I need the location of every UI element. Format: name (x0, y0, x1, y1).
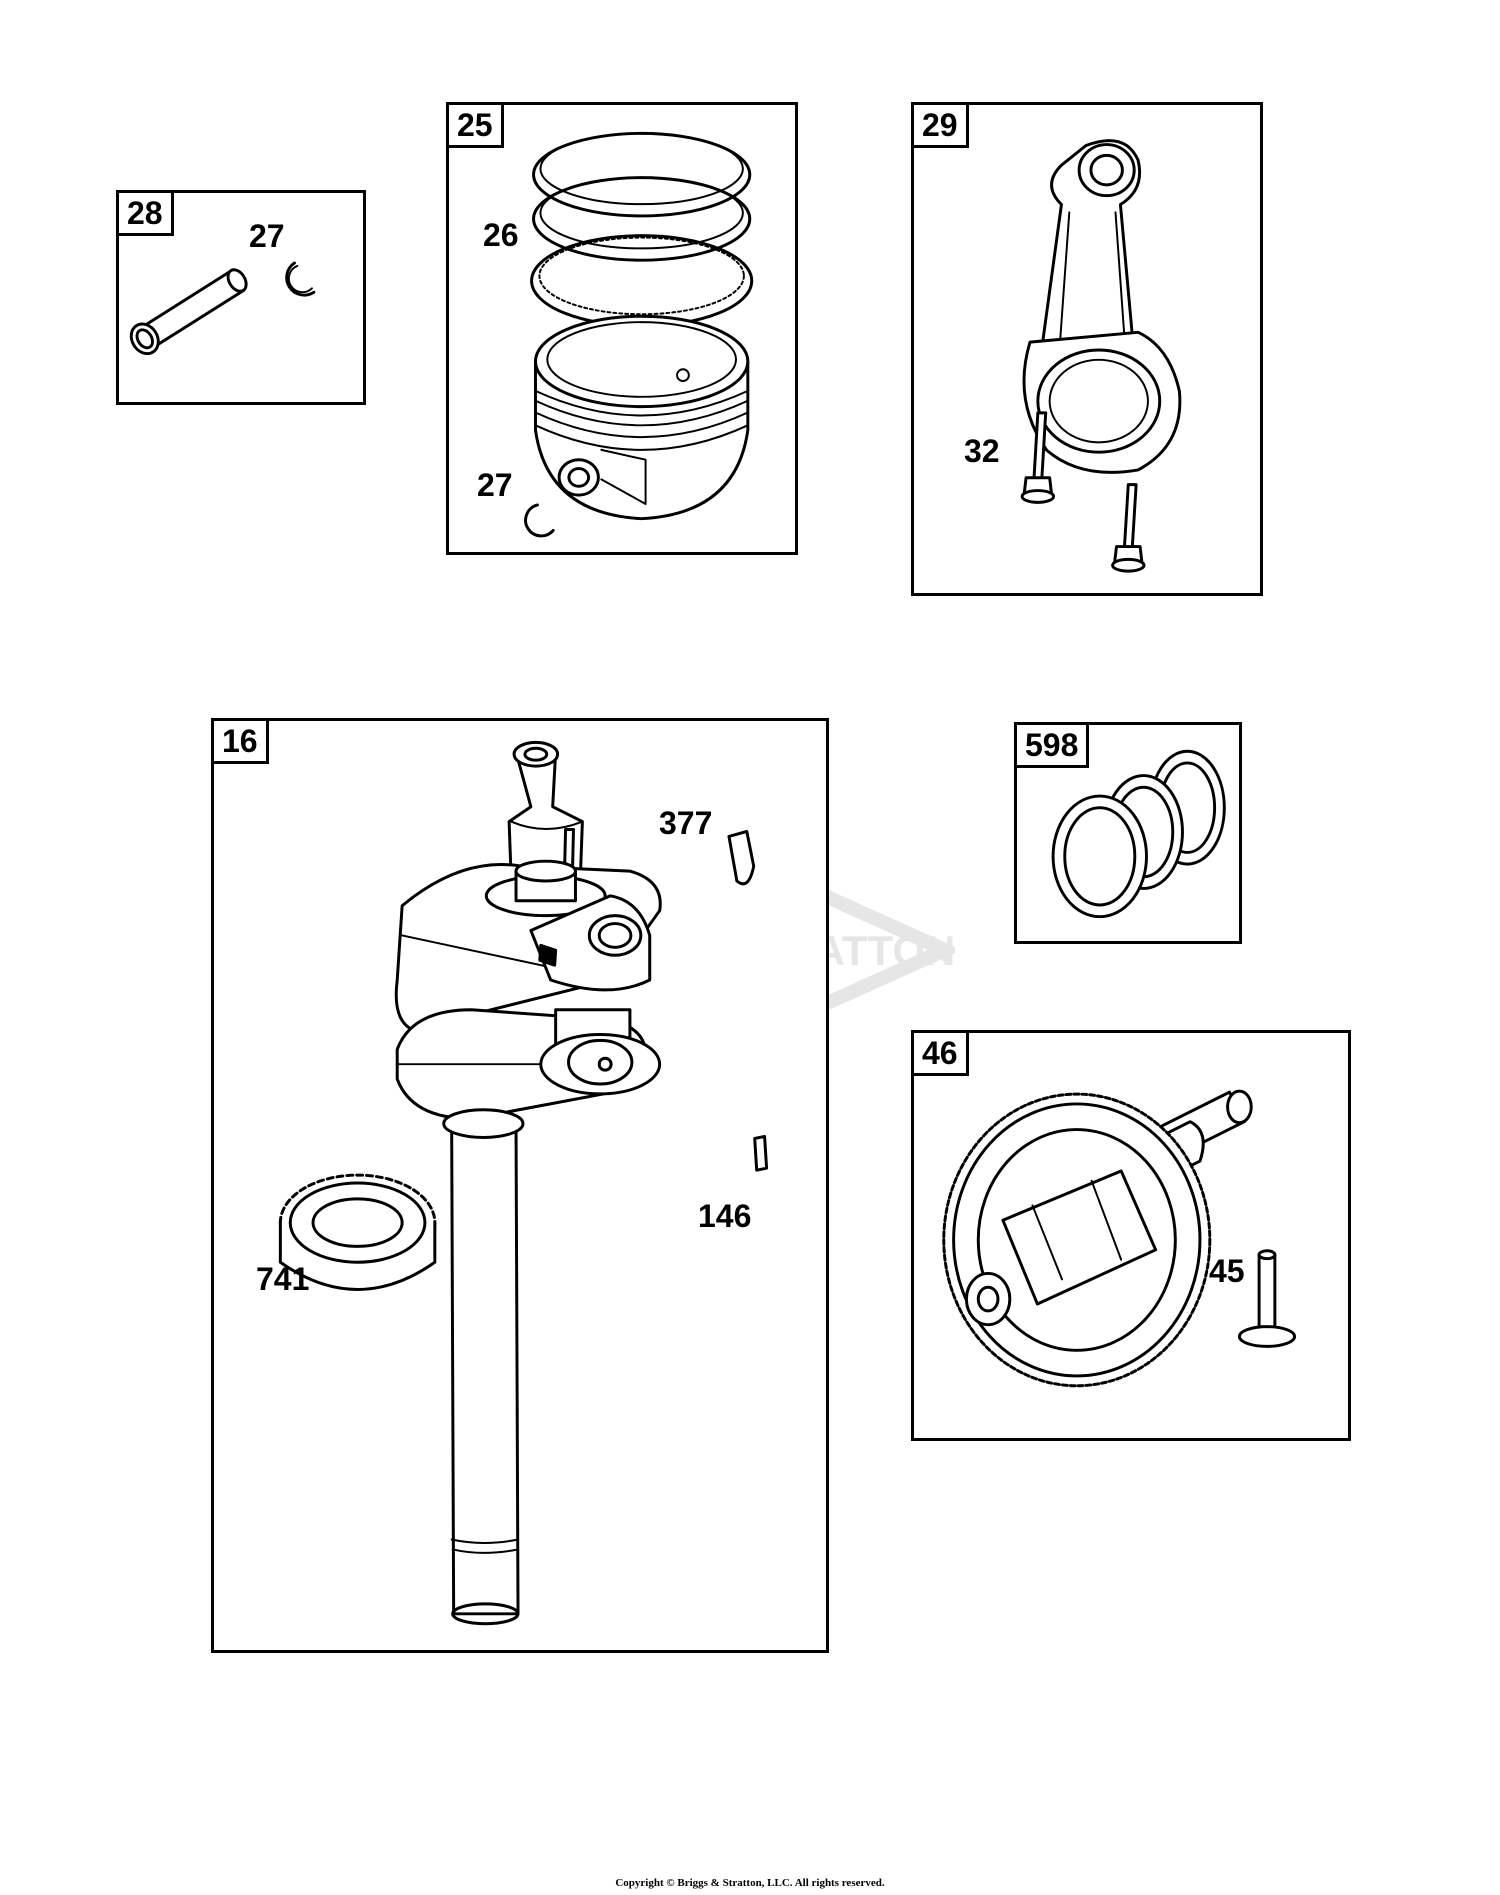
panel-598-seals: 598 (1014, 722, 1242, 944)
panel-25-piston-assembly: 25 26 27 (446, 102, 798, 555)
panel-29-connecting-rod: 29 32 (911, 102, 1263, 596)
panel-28-piston-pin: 28 27 (116, 190, 366, 405)
callout-146-key: 146 (698, 1198, 752, 1234)
panel-16-label: 16 (211, 718, 269, 764)
seals-drawing (1051, 749, 1226, 919)
callout-32-rod-bolts: 32 (964, 433, 1000, 469)
callout-45-pin: 45 (1209, 1253, 1245, 1289)
piston-assembly-drawing (524, 131, 754, 538)
callout-26-piston-rings: 26 (483, 217, 519, 253)
panel-16-crankshaft: 16 377 146 741 (211, 718, 829, 1653)
callout-377-key: 377 (659, 805, 713, 841)
crankshaft-drawing (278, 740, 769, 1626)
camshaft-drawing (942, 1089, 1297, 1388)
callout-741-timing-gear: 741 (256, 1261, 310, 1297)
panel-25-label: 25 (446, 102, 504, 148)
callout-27-pin-clip: 27 (249, 218, 285, 254)
copyright-footer: Copyright © Briggs & Stratton, LLC. All … (615, 1877, 885, 1889)
panel-28-label: 28 (116, 190, 174, 236)
panel-46-camshaft: 46 45 (911, 1030, 1351, 1441)
callout-27-piston-clip: 27 (477, 467, 513, 503)
connecting-rod-drawing (1020, 139, 1182, 573)
piston-pin-drawing (129, 261, 316, 356)
panel-29-label: 29 (911, 102, 969, 148)
panel-46-label: 46 (911, 1030, 969, 1076)
panel-598-label: 598 (1014, 722, 1090, 768)
